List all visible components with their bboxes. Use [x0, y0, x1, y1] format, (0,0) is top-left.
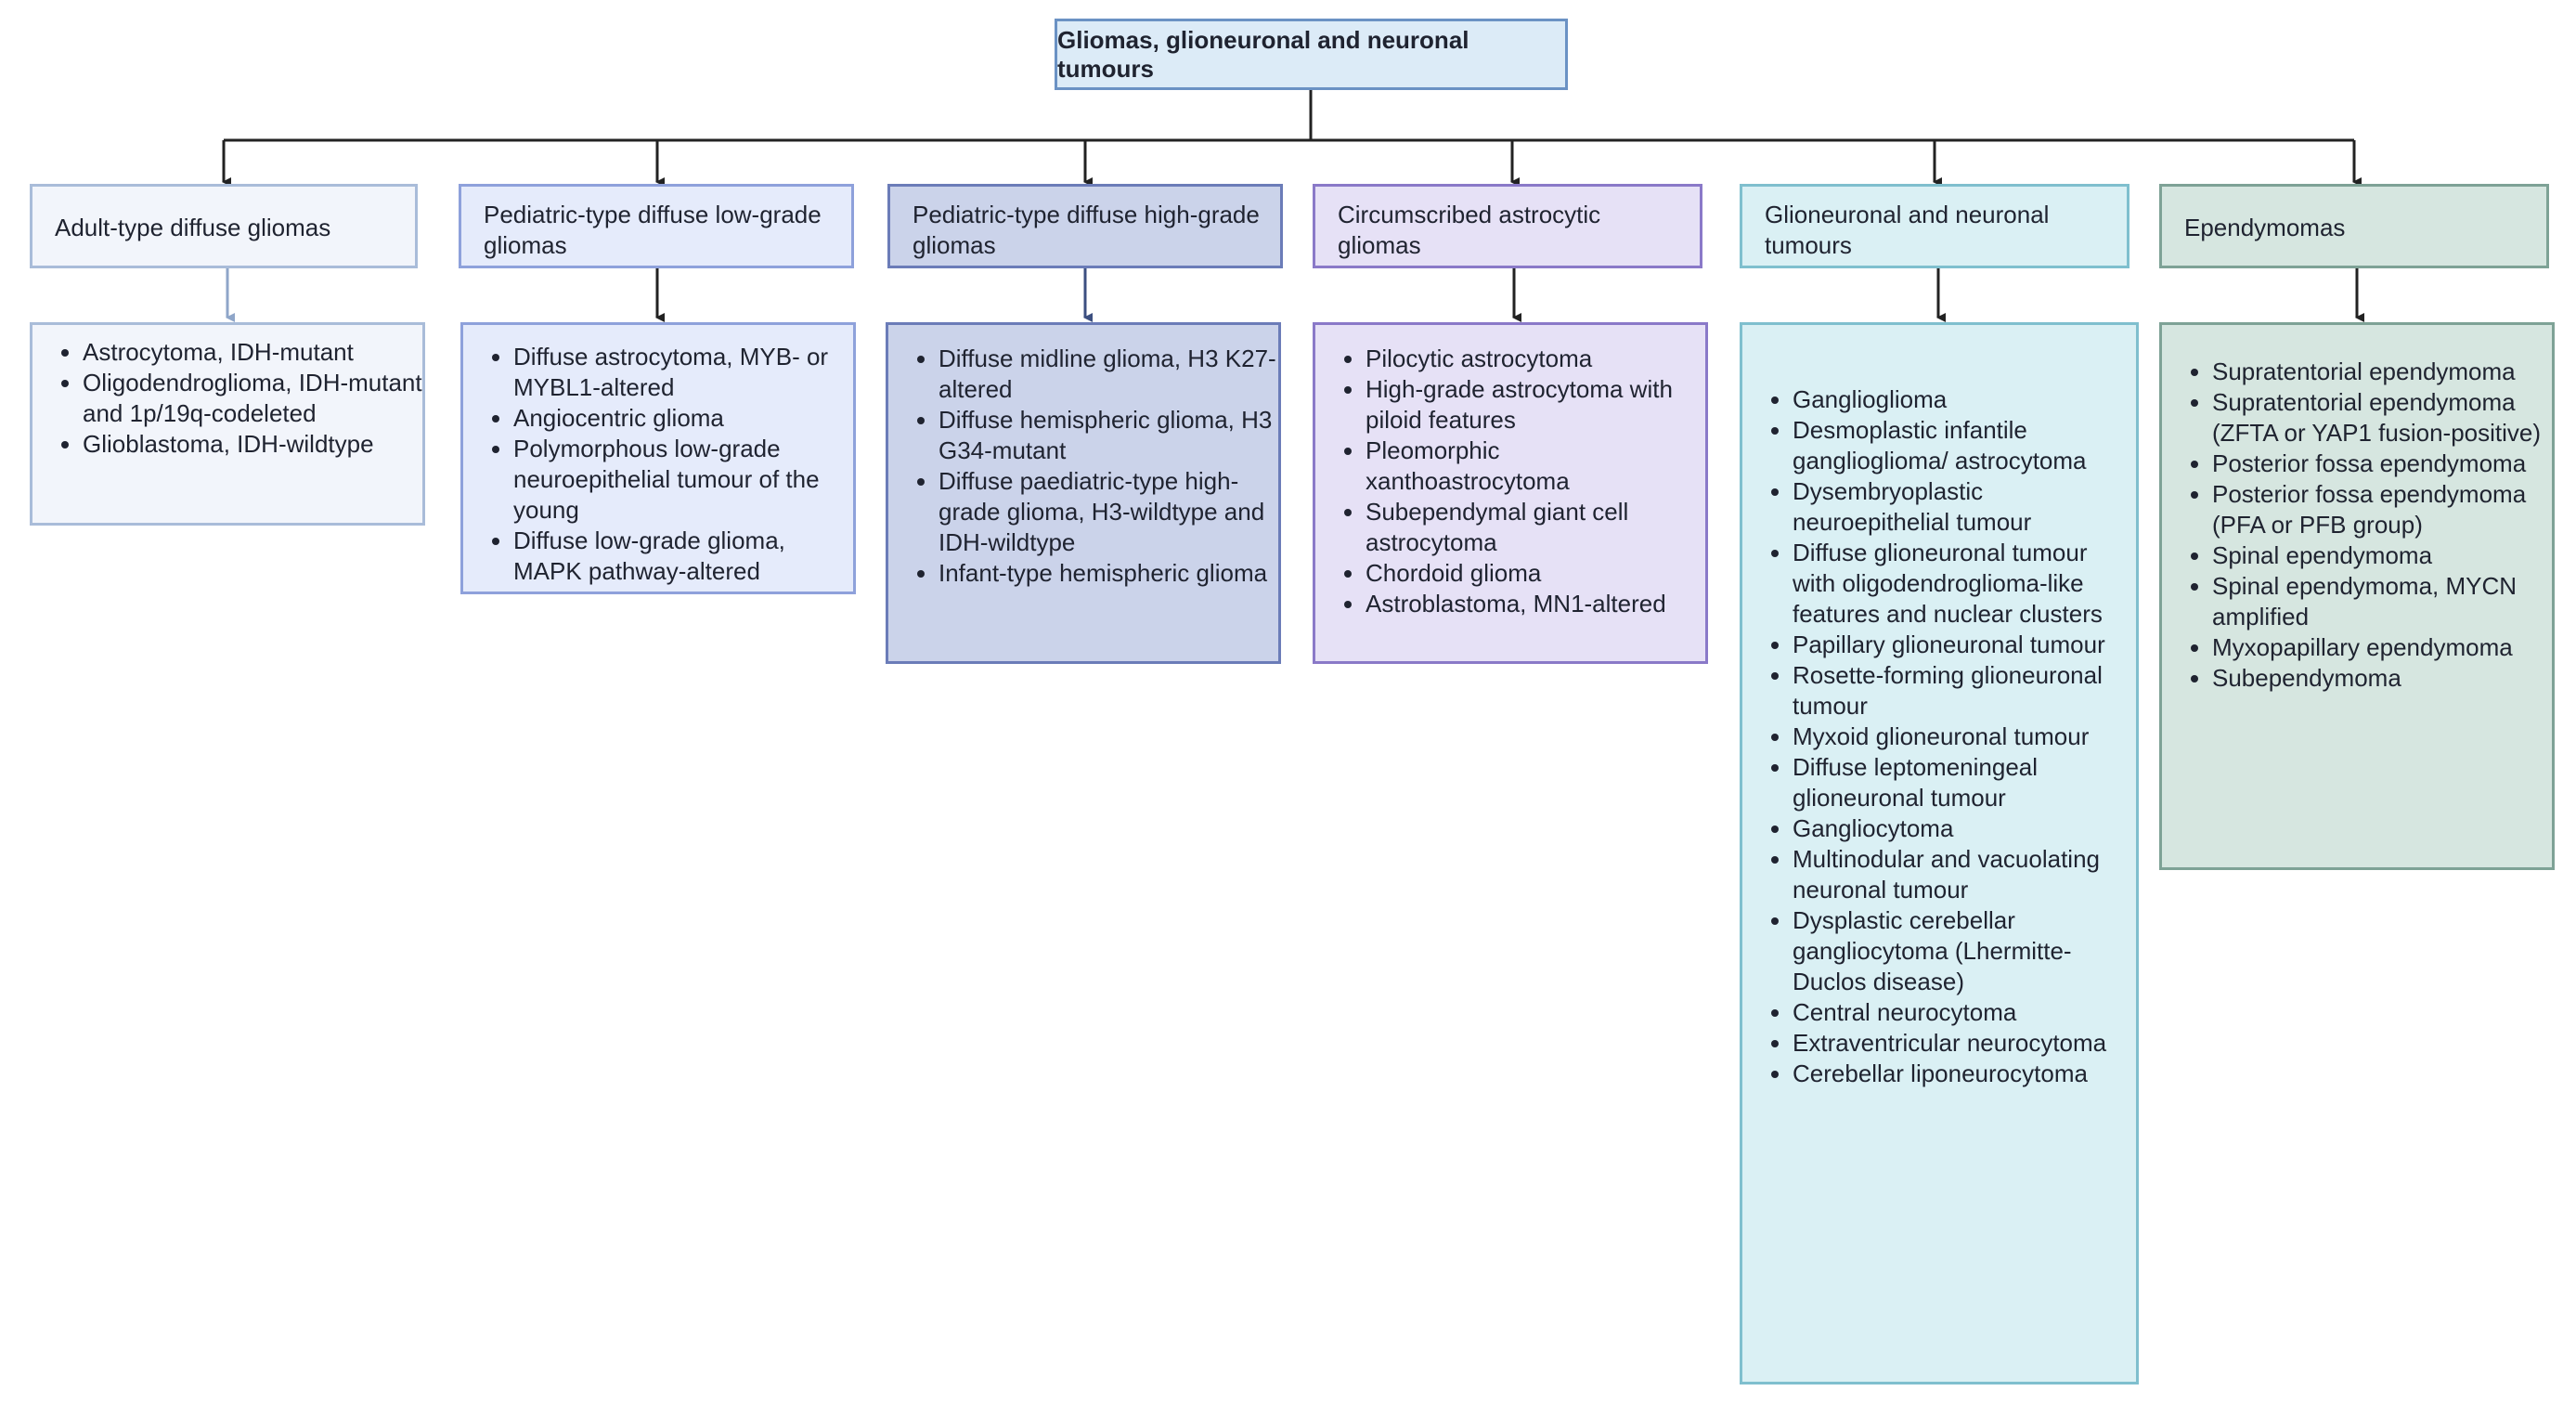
list-item: Diffuse paediatric-type high-grade gliom…: [938, 466, 1278, 558]
category-label: Pediatric-type diffuse high-grade glioma…: [913, 201, 1260, 259]
list-item: Multinodular and vacuolating neuronal tu…: [1793, 844, 2136, 905]
list-item: Subependymal giant cell astrocytoma: [1366, 497, 1705, 558]
root-node: Gliomas, glioneuronal and neuronal tumou…: [1055, 19, 1568, 90]
category-label: Adult-type diffuse gliomas: [55, 214, 331, 241]
list-item: Diffuse low-grade glioma, MAPK pathway-a…: [513, 526, 853, 587]
category-label: Glioneuronal and neuronal tumours: [1765, 201, 2050, 259]
list-item: High-grade astrocytoma with piloid featu…: [1366, 374, 1705, 436]
list-item: Spinal ependymoma, MYCN amplified: [2212, 571, 2552, 632]
list-item: Gangliocytoma: [1793, 813, 2136, 844]
category-list-ependymomas: Supratentorial ependymoma Supratentorial…: [2159, 322, 2555, 870]
category-heading-circumscribed-astrocytic: Circumscribed astrocytic gliomas: [1313, 184, 1702, 268]
category-list-pediatric-low-grade: Diffuse astrocytoma, MYB- or MYBL1-alter…: [460, 322, 856, 594]
category-list-pediatric-high-grade: Diffuse midline glioma, H3 K27-altered D…: [886, 322, 1281, 664]
list-item: Glioblastoma, IDH-wildtype: [83, 429, 422, 460]
list-item: Extraventricular neurocytoma: [1793, 1028, 2136, 1059]
list-item: Infant-type hemispheric glioma: [938, 558, 1278, 589]
list-item: Chordoid glioma: [1366, 558, 1705, 589]
list-item: Myxopapillary ependymoma: [2212, 632, 2552, 663]
category-label: Ependymomas: [2184, 214, 2346, 241]
list-item: Diffuse astrocytoma, MYB- or MYBL1-alter…: [513, 342, 853, 403]
category-heading-glioneuronal-neuronal: Glioneuronal and neuronal tumours: [1740, 184, 2129, 268]
list-item: Papillary glioneuronal tumour: [1793, 630, 2136, 660]
list-item: Diffuse leptomeningeal glioneuronal tumo…: [1793, 752, 2136, 813]
list-item: Diffuse midline glioma, H3 K27-altered: [938, 344, 1278, 405]
list-item: Pilocytic astrocytoma: [1366, 344, 1705, 374]
category-heading-pediatric-high-grade: Pediatric-type diffuse high-grade glioma…: [887, 184, 1283, 268]
list-item: Myxoid glioneuronal tumour: [1793, 722, 2136, 752]
list-item: Angiocentric glioma: [513, 403, 853, 434]
list-item: Supratentorial ependymoma: [2212, 357, 2552, 387]
list-item: Subependymoma: [2212, 663, 2552, 694]
list-item: Pleomorphic xanthoastrocytoma: [1366, 436, 1705, 497]
list-item: Desmoplastic infantile ganglioglioma/ as…: [1793, 415, 2136, 476]
category-label: Circumscribed astrocytic gliomas: [1338, 201, 1601, 259]
list-item: Dysplastic cerebellar gangliocytoma (Lhe…: [1793, 905, 2136, 997]
list-item: Polymorphous low-grade neuroepithelial t…: [513, 434, 853, 526]
list-item: Spinal ependymoma: [2212, 540, 2552, 571]
category-heading-adult-diffuse: Adult-type diffuse gliomas: [30, 184, 418, 268]
list-item: Oligodendroglioma, IDH-mutant and 1p/19q…: [83, 368, 422, 429]
list-item: Rosette-forming glioneuronal tumour: [1793, 660, 2136, 722]
category-heading-ependymomas: Ependymomas: [2159, 184, 2549, 268]
category-list-glioneuronal-neuronal: Ganglioglioma Desmoplastic infantile gan…: [1740, 322, 2139, 1384]
list-item: Dysembryoplastic neuroepithelial tumour: [1793, 476, 2136, 538]
category-label: Pediatric-type diffuse low-grade gliomas: [484, 201, 822, 259]
category-list-circumscribed-astrocytic: Pilocytic astrocytoma High-grade astrocy…: [1313, 322, 1708, 664]
list-item: Astroblastoma, MN1-altered: [1366, 589, 1705, 619]
list-item: Ganglioglioma: [1793, 384, 2136, 415]
list-item: Posterior fossa ependymoma (PFA or PFB g…: [2212, 479, 2552, 540]
category-list-adult-diffuse: Astrocytoma, IDH-mutant Oligodendrogliom…: [30, 322, 425, 526]
list-item: Central neurocytoma: [1793, 997, 2136, 1028]
list-item: Diffuse hemispheric glioma, H3 G34-mutan…: [938, 405, 1278, 466]
list-item: Diffuse glioneuronal tumour with oligode…: [1793, 538, 2136, 630]
list-item: Posterior fossa ependymoma: [2212, 448, 2552, 479]
list-item: Cerebellar liponeurocytoma: [1793, 1059, 2136, 1089]
list-item: Astrocytoma, IDH-mutant: [83, 337, 422, 368]
list-item: Supratentorial ependymoma (ZFTA or YAP1 …: [2212, 387, 2552, 448]
category-heading-pediatric-low-grade: Pediatric-type diffuse low-grade gliomas: [459, 184, 854, 268]
root-title: Gliomas, glioneuronal and neuronal tumou…: [1057, 25, 1469, 83]
